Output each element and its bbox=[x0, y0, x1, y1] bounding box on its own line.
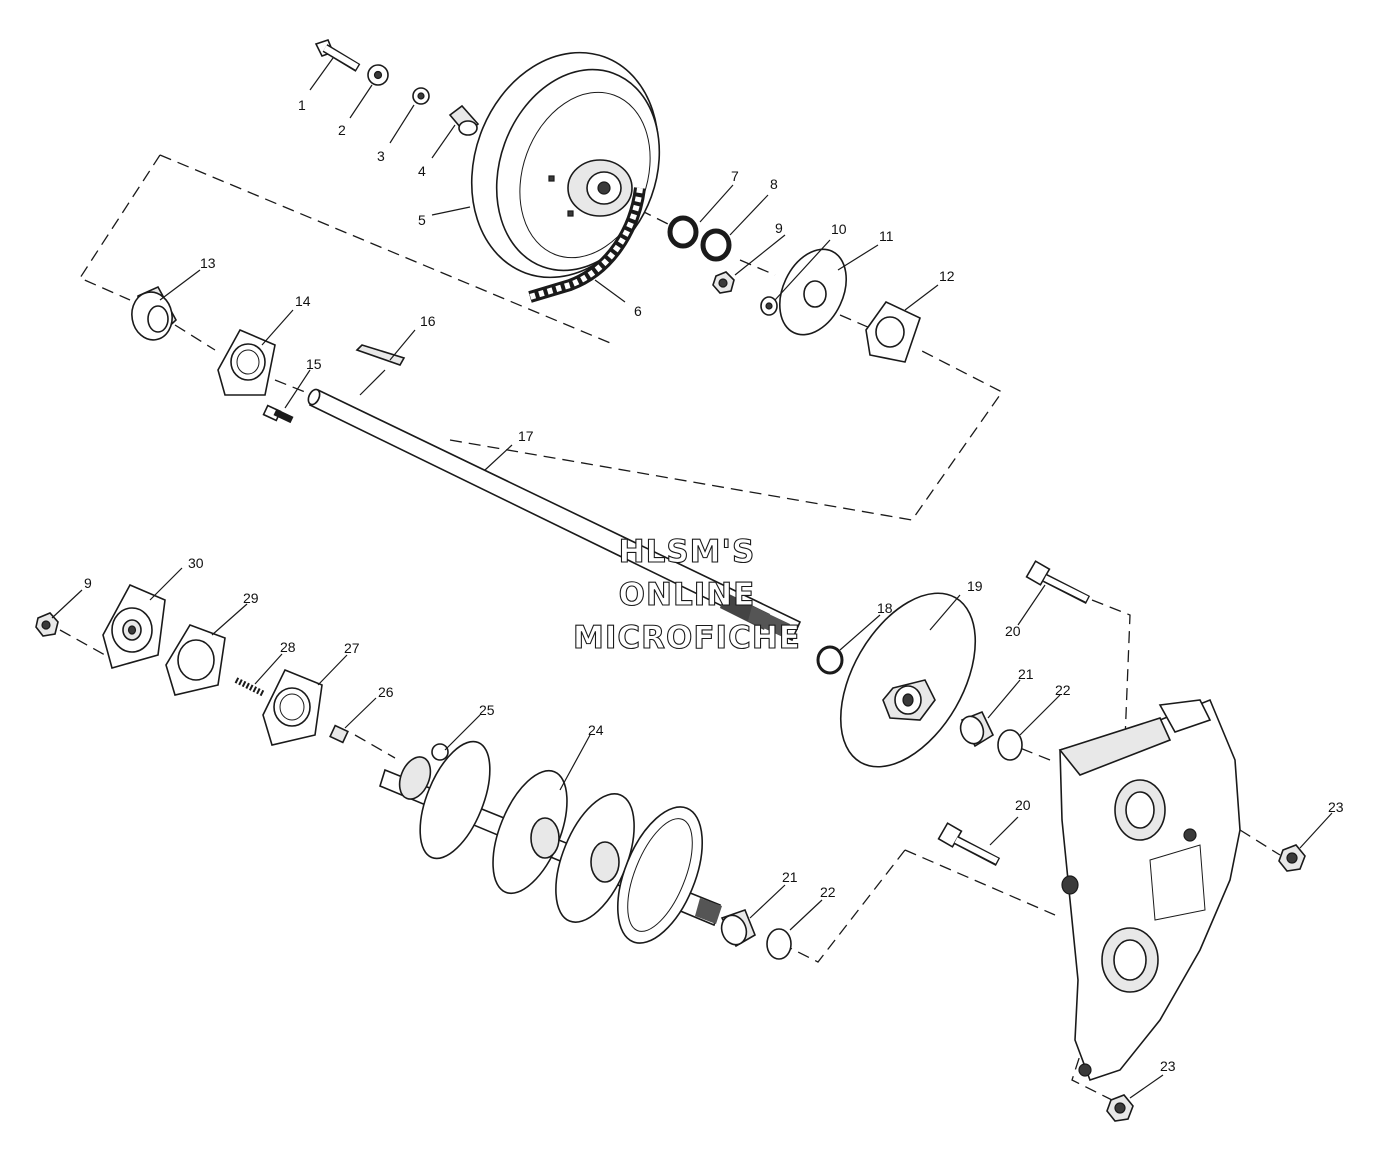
callout-3: 3 bbox=[377, 148, 385, 164]
callout-11: 11 bbox=[879, 228, 894, 244]
part-22-seal-lower bbox=[766, 928, 792, 960]
callout-27: 27 bbox=[344, 640, 360, 656]
part-26-bolt bbox=[329, 724, 349, 744]
callout-9-lower: 9 bbox=[84, 575, 92, 591]
callout-16: 16 bbox=[420, 313, 436, 329]
part-28-stud bbox=[234, 677, 266, 697]
callout-22-lower: 22 bbox=[820, 884, 836, 900]
part-25-bearing bbox=[398, 743, 449, 800]
callout-7: 7 bbox=[731, 168, 739, 184]
part-15-bolt bbox=[262, 404, 294, 424]
part-8-seal bbox=[700, 228, 732, 262]
callout-8: 8 bbox=[770, 176, 778, 192]
callout-20-upper: 20 bbox=[1005, 623, 1021, 639]
callout-23-bottom: 23 bbox=[1160, 1058, 1176, 1074]
callout-2: 2 bbox=[338, 122, 346, 138]
part-22-seal-upper bbox=[997, 729, 1023, 761]
callout-22-upper: 22 bbox=[1055, 682, 1071, 698]
callout-13: 13 bbox=[200, 255, 216, 271]
callout-leader-lines bbox=[51, 57, 1333, 1099]
callout-29: 29 bbox=[243, 590, 259, 606]
part-18-o-ring bbox=[816, 645, 844, 675]
callout-21-upper: 21 bbox=[1018, 666, 1034, 682]
watermark-line-2: ONLINE bbox=[619, 577, 756, 613]
callout-24: 24 bbox=[588, 722, 604, 738]
callout-23-right: 23 bbox=[1328, 799, 1344, 815]
callout-25: 25 bbox=[479, 702, 495, 718]
watermark-line-3: MICROFICHE bbox=[573, 620, 801, 656]
part-20-bolt-upper bbox=[1025, 560, 1091, 605]
part-21-bearing-upper bbox=[959, 710, 995, 748]
callout-15: 15 bbox=[306, 356, 322, 372]
callout-6: 6 bbox=[634, 303, 642, 319]
part-17-shaft bbox=[307, 388, 802, 642]
part-9-nut-upper bbox=[712, 271, 735, 294]
callout-10: 10 bbox=[831, 221, 847, 237]
callout-5: 5 bbox=[418, 212, 426, 228]
part-4-bushing bbox=[448, 104, 480, 136]
chaincase-housing bbox=[1058, 698, 1241, 1082]
watermark-line-1: HLSM'S bbox=[619, 534, 756, 570]
part-5-sprocket-wheel bbox=[470, 51, 661, 279]
part-3-washer bbox=[412, 87, 430, 105]
callout-17: 17 bbox=[518, 428, 534, 444]
callout-21-lower: 21 bbox=[782, 869, 798, 885]
callout-18: 18 bbox=[877, 600, 893, 616]
part-1-bolt bbox=[314, 39, 361, 72]
part-20-bolt-lower bbox=[937, 822, 1001, 866]
watermark: HLSM'S ONLINE MICROFICHE bbox=[572, 533, 801, 656]
callout-26: 26 bbox=[378, 684, 394, 700]
part-12-flange-plate bbox=[865, 300, 921, 363]
part-23-nut-right bbox=[1278, 844, 1306, 872]
part-23-nut-bottom bbox=[1106, 1094, 1134, 1122]
callout-28: 28 bbox=[280, 639, 296, 655]
callout-1: 1 bbox=[298, 97, 306, 113]
callout-12: 12 bbox=[939, 268, 955, 284]
part-2-washer bbox=[367, 64, 389, 86]
part-14-flange bbox=[217, 328, 276, 396]
part-24-drive-shaft bbox=[379, 740, 722, 944]
callout-labels: 1 2 3 4 5 6 7 8 9 10 11 12 13 14 15 16 1… bbox=[84, 97, 1344, 1074]
part-29-gasket-plate bbox=[165, 624, 226, 696]
part-13-bearing bbox=[131, 285, 177, 341]
callout-30: 30 bbox=[188, 555, 204, 571]
callout-19: 19 bbox=[967, 578, 983, 594]
part-21-bearing-lower bbox=[720, 908, 756, 948]
callout-4: 4 bbox=[418, 163, 426, 179]
part-27-flange bbox=[262, 668, 323, 746]
part-6-chain bbox=[528, 187, 646, 303]
part-19-brake-disc bbox=[839, 592, 977, 768]
callout-14: 14 bbox=[295, 293, 311, 309]
part-9-nut-lower bbox=[35, 612, 59, 637]
callout-20-lower: 20 bbox=[1015, 797, 1031, 813]
callout-9-upper: 9 bbox=[775, 220, 783, 236]
part-16-key bbox=[355, 344, 406, 366]
part-7-seal bbox=[667, 215, 699, 249]
part-11-retainer-plate bbox=[779, 248, 847, 336]
part-10-washer bbox=[760, 296, 778, 316]
part-30-bearing-flange bbox=[102, 583, 166, 669]
